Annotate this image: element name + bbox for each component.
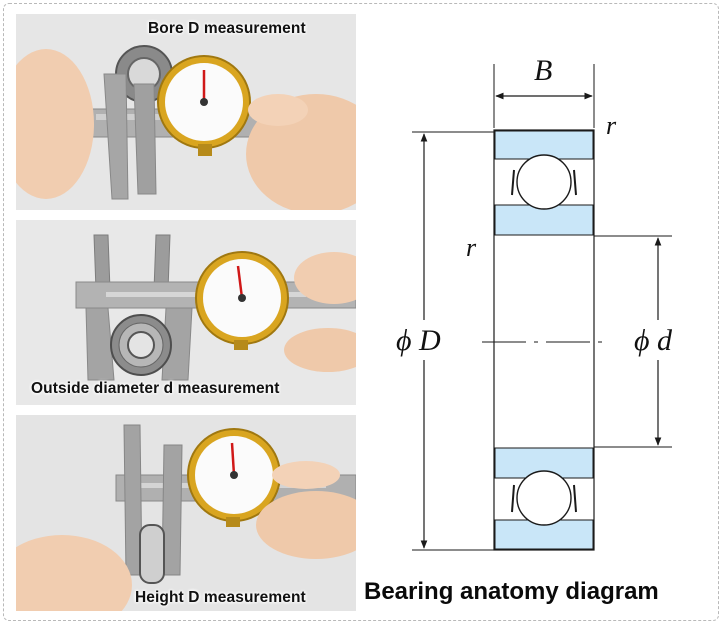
bearing-outline [493,129,595,551]
caliper-illustration [16,220,356,405]
bearing-diagram: B r ϕ D r ϕ d [392,54,698,551]
caption-outside-diameter: Outside diameter d measurement [31,380,280,397]
ball-bottom [516,470,572,526]
label-radius-top: r [606,111,617,140]
caliper-illustration [16,14,356,210]
diagram-title: Bearing anatomy diagram [364,578,659,605]
label-outer-diameter: ϕ D [396,324,441,357]
caliper-illustration [16,415,356,611]
outer-frame [3,3,719,621]
photo-bore-measurement [16,14,356,210]
photo-outside-diameter-measurement [16,220,356,405]
cage-top [511,169,577,196]
cage-bottom [511,484,577,513]
caption-height: Height D measurement [135,589,306,606]
label-width-b: B [534,54,552,87]
caption-bore: Bore D measurement [148,20,306,37]
label-inner-diameter: ϕ d [634,324,673,357]
ball-top [516,154,572,210]
photo-height-measurement [16,415,356,611]
label-radius-left: r [466,233,477,262]
